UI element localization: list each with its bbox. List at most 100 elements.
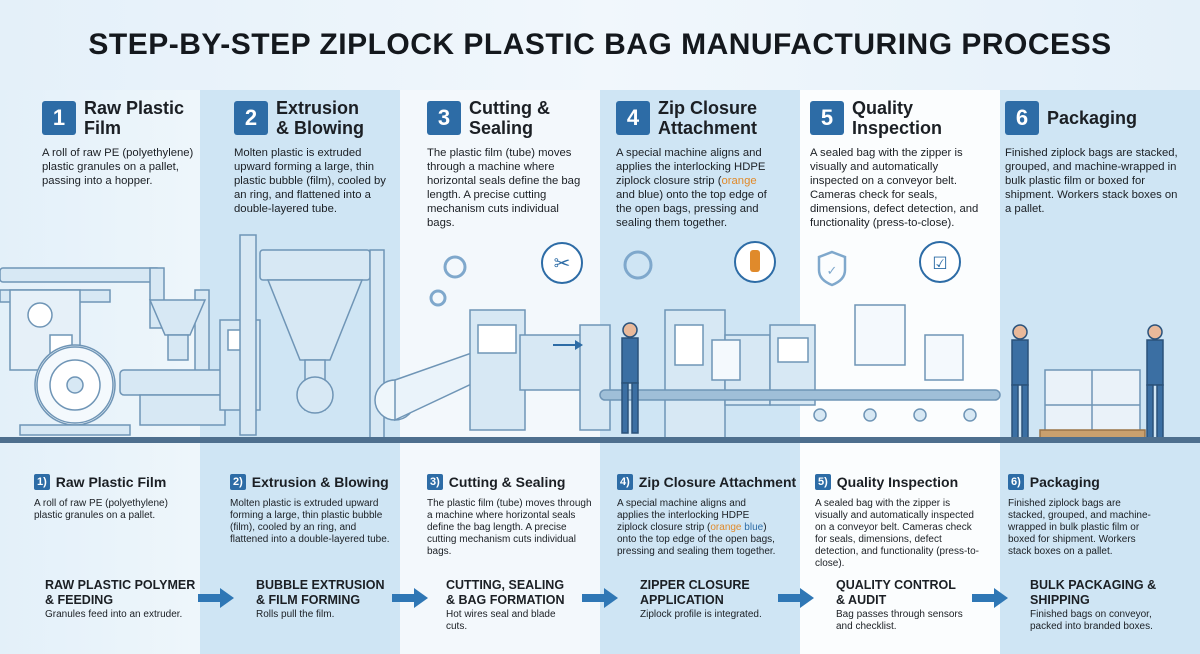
film-roll-illustration <box>19 344 131 436</box>
step-title: Packaging <box>1047 108 1138 128</box>
step-title: Cutting & Sealing <box>448 474 566 490</box>
flow-arrow-icon <box>553 340 583 350</box>
right-arrow-icon <box>778 588 814 608</box>
step-description: A special machine aligns and applies the… <box>616 146 776 230</box>
column-5-bg <box>800 90 1000 654</box>
clipboard-check-icon: ☑ <box>919 241 961 283</box>
summary-subtitle: Rolls pull the film. <box>256 609 335 620</box>
step-badge: 6) <box>1008 474 1024 490</box>
bottom-step-1: 1) Raw Plastic Film A roll of raw PE (poly… <box>34 474 220 522</box>
step-description: Molten plastic is extruded upward formin… <box>234 147 386 215</box>
summary-subtitle: Finished bags on conveyor, packed into b… <box>1030 609 1153 632</box>
step-description: A special machine aligns and applies the… <box>617 498 777 558</box>
step-description: Finished ziplock bags are stacked, group… <box>1008 498 1151 557</box>
step-title: Raw Plastic Film <box>55 474 167 490</box>
summary-subtitle: Granules feed into an extruder. <box>45 609 183 620</box>
summary-title: BULK PACKAGING & SHIPPING <box>1030 578 1157 607</box>
step-description: Finished ziplock bags are stacked, group… <box>1005 147 1178 215</box>
summary-title: RAW PLASTIC POLYMER & FEEDING <box>45 578 196 607</box>
step-badge: 4) <box>617 474 633 490</box>
step-title: Zip Closure Attachment <box>658 98 758 138</box>
step-badge: 5) <box>815 474 831 490</box>
page-title: STEP-BY-STEP ZIPLOCK PLASTIC BAG MANUFAC… <box>0 0 1200 90</box>
step-description: A roll of raw PE (polyethylene) plastic … <box>42 147 194 187</box>
step-description: A sealed bag with the zipper is visually… <box>810 147 979 229</box>
step-title: Quality Inspection <box>836 474 959 490</box>
desc-text: and blue) onto the top edge of the open … <box>616 189 767 229</box>
summary-4: ZIPPER CLOSURE APPLICATION Ziplock profil… <box>640 578 765 621</box>
blowing-tower-illustration <box>239 234 385 441</box>
summary-subtitle: Hot wires seal and blade cuts. <box>446 609 556 632</box>
hopper-illustration <box>148 299 207 361</box>
step-title: Packaging <box>1029 474 1100 490</box>
svg-text:✓: ✓ <box>827 263 838 278</box>
shield-icon: ✓ <box>817 250 847 287</box>
summary-subtitle: Ziplock profile is integrated. <box>640 609 762 620</box>
summary-1: RAW PLASTIC POLYMER & FEEDING Granules fe… <box>45 578 205 621</box>
step-title: Extrusion & Blowing <box>251 474 389 490</box>
factory-illustration: ✂ ✓ ☑ <box>0 234 1200 443</box>
summary-2: BUBBLE EXTRUSION & FILM FORMING Rolls pul… <box>256 578 386 621</box>
floor-line <box>0 437 1200 443</box>
desc-text: ) onto the top edge of the open bags, pr… <box>617 522 776 557</box>
pallet-boxes-illustration <box>1039 369 1146 443</box>
step-title: Cutting & Sealing <box>469 98 550 138</box>
zipper-icon <box>734 241 776 283</box>
right-arrow-icon <box>582 588 618 608</box>
step-title: Quality Inspection <box>852 98 943 138</box>
right-arrow-icon <box>392 588 428 608</box>
summary-title: CUTTING, SEALING & BAG FORMATION <box>446 578 565 607</box>
svg-text:✂: ✂ <box>554 253 571 275</box>
summary-title: BUBBLE EXTRUSION & FILM FORMING <box>256 578 385 607</box>
step-title: Raw Plastic Film <box>84 98 185 138</box>
worker-illustration <box>621 322 639 434</box>
step-badge: 2) <box>230 474 246 490</box>
step-description: The plastic film (tube) moves through a … <box>427 147 581 229</box>
summary-title: QUALITY CONTROL & AUDIT <box>836 578 956 607</box>
desc-orange-text: orange <box>710 522 742 533</box>
step-description: The plastic film (tube) moves through a … <box>427 498 592 557</box>
bottom-step-5: 5) Quality Inspection A sealed bag with th… <box>815 474 1001 570</box>
step-description: A roll of raw PE (polyethylene) plastic … <box>34 498 168 521</box>
desc-orange-text: orange <box>721 175 757 187</box>
svg-text:☑: ☑ <box>932 254 947 273</box>
step-badge: 1) <box>34 474 50 490</box>
step-description: A sealed bag with the zipper is visually… <box>815 498 979 569</box>
step-6: 6 Packaging Finished ziplock bags are sta… <box>1005 96 1195 216</box>
step-badge: 6 <box>1005 101 1039 135</box>
step-badge: 1 <box>42 101 76 135</box>
desc-blue-text: blue <box>744 522 764 533</box>
worker-illustration <box>1011 324 1029 441</box>
step-description: Molten plastic is extruded upward formin… <box>230 498 390 545</box>
step-badge: 3 <box>427 101 461 135</box>
bottom-step-4: 4) Zip Closure Attachment A special machin… <box>617 474 803 558</box>
conveyor-illustration <box>599 389 1001 422</box>
cutting-machine-illustration <box>469 309 611 431</box>
desc-text: A special machine aligns and applies the… <box>616 147 766 187</box>
desc-text: A special machine aligns and applies the… <box>617 498 750 533</box>
ziplock-bags-illustration <box>711 304 964 381</box>
summary-subtitle: Bag passes through sensors and checklist… <box>836 609 963 632</box>
right-arrow-icon <box>972 588 1008 608</box>
step-title: Zip Closure Attachment <box>638 474 797 490</box>
step-badge: 4 <box>616 101 650 135</box>
summary-title: ZIPPER CLOSURE APPLICATION <box>640 578 750 607</box>
gear-icon <box>429 250 653 307</box>
step-title: Extrusion & Blowing <box>276 98 364 138</box>
right-arrow-icon <box>198 588 234 608</box>
step-badge: 2 <box>234 101 268 135</box>
step-badge: 5 <box>810 101 844 135</box>
scissors-icon: ✂ <box>541 242 583 284</box>
step-badge: 3) <box>427 474 443 490</box>
